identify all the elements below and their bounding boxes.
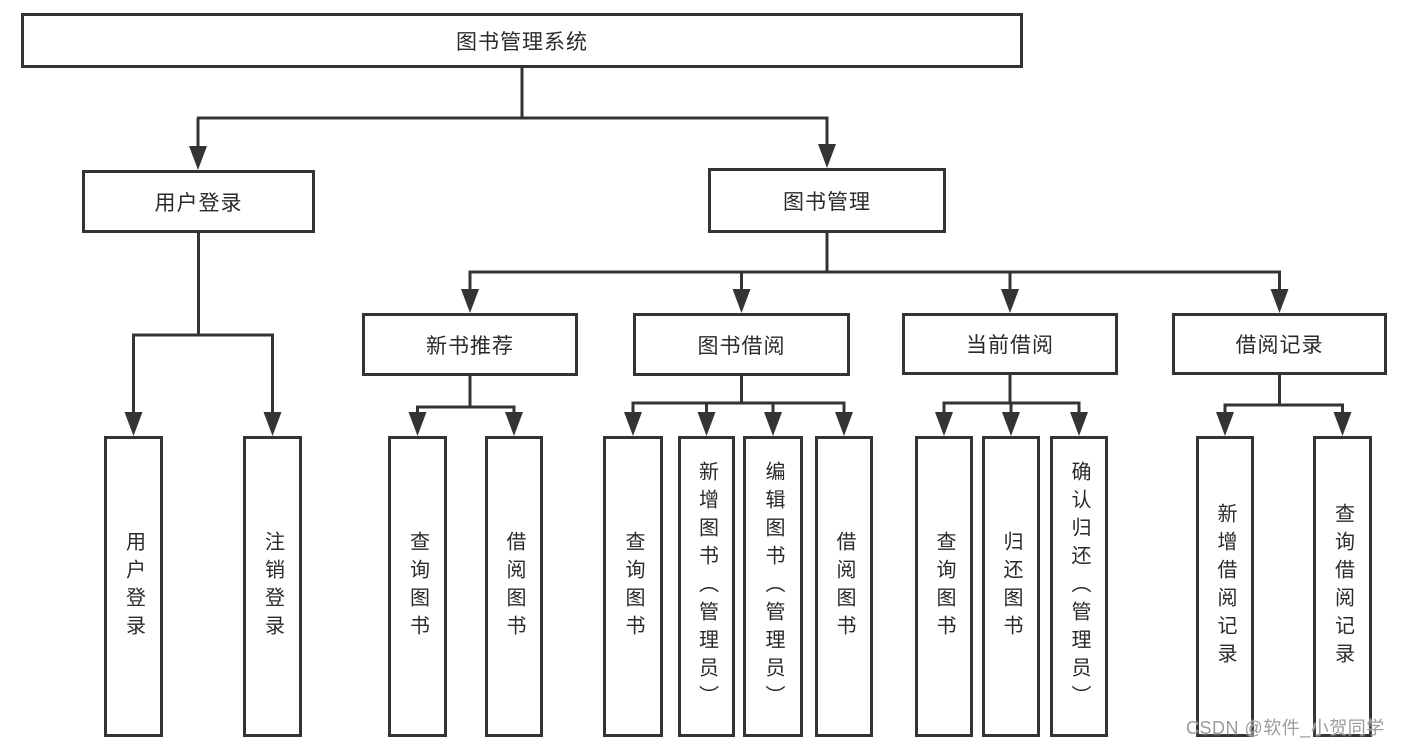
leaf-label: 查询图书 [933,530,955,643]
leaf-br-query-record: 查询借阅记录 [1313,436,1372,737]
node-label: 当前借阅 [966,334,1054,357]
leaf-label: 用户登录 [122,530,145,643]
leaf-label: 注销登录 [261,530,284,643]
leaf-label: 查询借阅记录 [1331,502,1354,671]
leaf-cb-return-books: 归还图书 [982,436,1040,737]
leaf-cb-query-books: 查询图书 [915,436,973,737]
leaf-label: 归还图书 [1000,530,1022,643]
node-label: 新书推荐 [426,334,514,358]
node-label: 图书管理系统 [456,30,588,54]
leaf-bb-borrow-books: 借阅图书 [815,436,873,737]
node-current-borrowing: 当前借阅 [902,313,1118,375]
leaf-bb-query-books: 查询图书 [603,436,663,737]
leaf-br-add-record: 新增借阅记录 [1196,436,1254,737]
node-label: 借阅记录 [1235,334,1324,357]
leaf-label: 借阅图书 [833,530,855,643]
leaf-label: 查询图书 [406,530,429,643]
node-label: 图书管理 [783,190,871,214]
leaf-label: 借阅图书 [503,530,525,643]
node-user-login-branch: 用户登录 [82,170,315,233]
leaf-user-login: 用户登录 [104,436,163,737]
leaf-bb-edit-books-admin: 编辑图书（管理员） [743,436,803,737]
node-new-book-recommend: 新书推荐 [362,313,578,376]
node-label: 图书借阅 [697,334,786,358]
leaf-label: 新增借阅记录 [1214,502,1236,671]
leaf-bb-add-books-admin: 新增图书（管理员） [678,436,735,737]
leaf-nbr-borrow-books: 借阅图书 [485,436,543,737]
leaf-nbr-query-books: 查询图书 [388,436,447,737]
leaf-logout: 注销登录 [243,436,302,737]
csdn-watermark: CSDN @软件_小贺同学 [1186,718,1385,738]
leaf-label: 查询图书 [622,530,644,643]
leaf-label: 编辑图书（管理员） [762,460,784,713]
node-root-library-management-system: 图书管理系统 [21,13,1023,68]
leaf-label: 确认归还（管理员） [1068,460,1090,713]
node-book-borrowing: 图书借阅 [633,313,850,376]
node-borrow-records: 借阅记录 [1172,313,1387,375]
node-book-management-branch: 图书管理 [708,168,946,233]
node-label: 用户登录 [154,191,243,215]
leaf-cb-confirm-return-admin: 确认归还（管理员） [1050,436,1108,737]
leaf-label: 新增图书（管理员） [695,460,718,713]
